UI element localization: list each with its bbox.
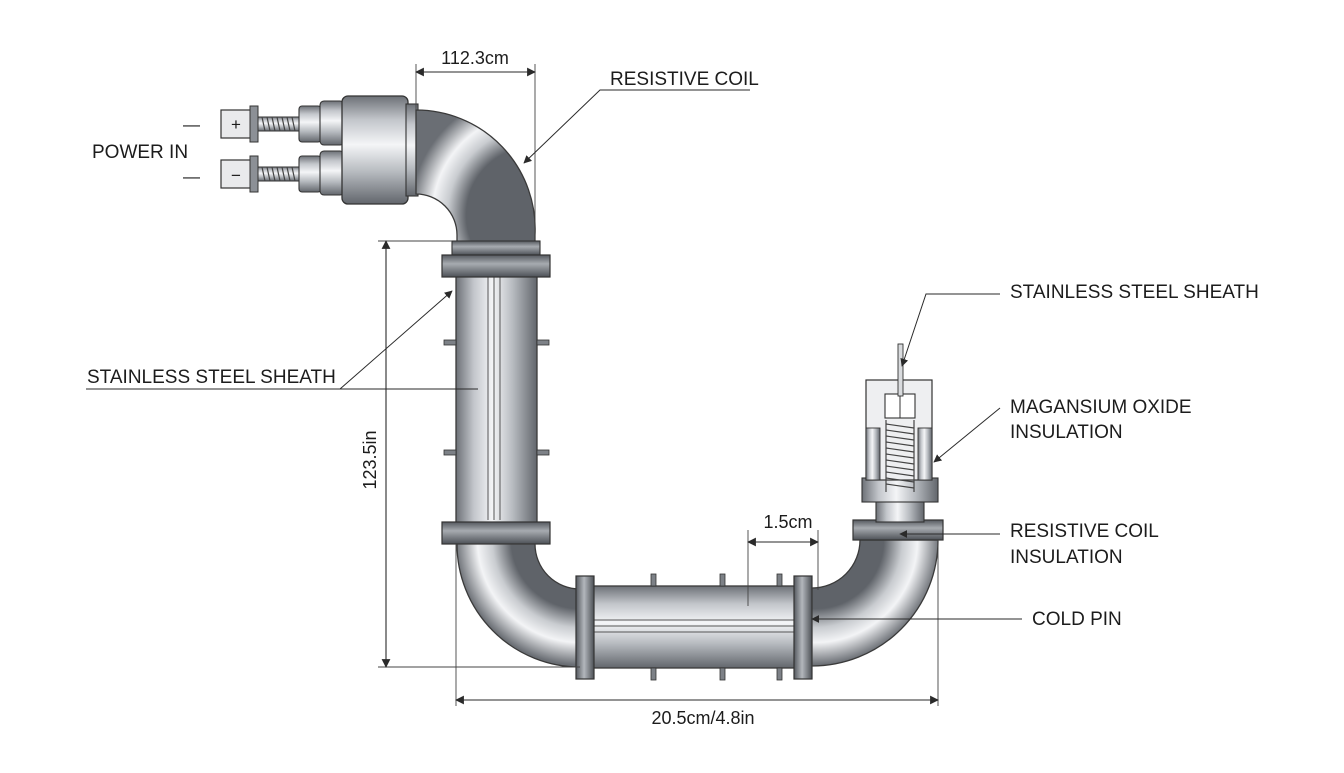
cold-pin-label: COLD PIN (1032, 609, 1122, 630)
plus-screw-threads (261, 116, 296, 132)
minus-terminal-collar (298, 155, 322, 193)
plus-terminal-nut (249, 105, 259, 143)
resistive-coil-leader (523, 89, 750, 164)
stainless-steel-sheath-label-right: STAINLESS STEEL SHEATH (1010, 282, 1259, 303)
height-dimension: 123.5in (360, 430, 380, 489)
magnesium-oxide-label-line2: INSULATION (1010, 422, 1123, 443)
stainless-right-leader (900, 293, 1000, 367)
magnesium-oxide-label-line1: MAGANSIUM OXIDE (1010, 397, 1192, 418)
cold-pin-rod (897, 343, 904, 397)
upper-flange (441, 254, 551, 278)
minus-screw-threads (261, 166, 296, 182)
gap-dimension: 1.5cm (763, 512, 812, 532)
bottom-left-elbow (456, 543, 581, 668)
horizontal-pipe-fins (650, 573, 783, 681)
plus-terminal-bushing (319, 100, 345, 146)
plus-terminal-box (220, 109, 252, 139)
left-horizontal-flange (575, 575, 595, 680)
terminal-head-block (341, 95, 409, 205)
coil-insulation-label-line1: RESISTIVE COIL (1010, 521, 1159, 542)
vertical-pipe-fins (443, 339, 550, 456)
plus-terminal-collar (298, 105, 322, 143)
riser-base (861, 477, 939, 503)
stainless-steel-sheath-label-left: STAINLESS STEEL SHEATH (87, 367, 336, 388)
vertical-sheath-pipe (455, 264, 538, 529)
riser-neck (875, 499, 925, 523)
housing-wall-left (865, 427, 881, 481)
lower-flange (441, 521, 551, 545)
vertical-pipe-seams (487, 276, 501, 520)
minus-lead-dash: — (183, 167, 200, 186)
plus-sign: + (231, 115, 241, 134)
plus-lead-dash: — (183, 115, 200, 134)
minus-terminal-box (220, 159, 252, 189)
minus-sign: − (231, 166, 241, 185)
bottom-right-elbow (811, 539, 939, 667)
top-elbow (415, 109, 536, 243)
mgo-leader (933, 407, 1001, 463)
top-width-dimension: 112.3cm (441, 48, 509, 68)
insulation-coil-spring (885, 420, 915, 492)
minus-terminal-nut (249, 155, 259, 193)
minus-terminal-bushing (319, 150, 345, 196)
overall-width-dimension: 20.5cm/4.8in (651, 708, 754, 728)
horizontal-pipe-seams (592, 619, 800, 633)
upper-collar (451, 240, 541, 256)
resistive-coil-label: RESISTIVE COIL (610, 69, 759, 90)
power-in-label: POWER IN (92, 142, 188, 163)
coil-insulation-label-line2: INSULATION (1010, 547, 1123, 568)
riser-flange (852, 519, 944, 541)
power-terminals: + − — — (183, 100, 345, 196)
right-horizontal-flange (793, 575, 813, 680)
horizontal-sheath-pipe (584, 585, 808, 669)
housing-wall-right (917, 427, 933, 481)
